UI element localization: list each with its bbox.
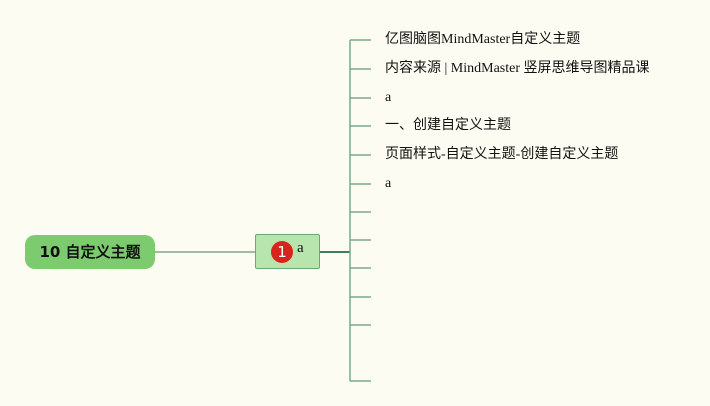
main-topic-label: a <box>297 240 304 256</box>
priority-marker-label: 1 <box>277 243 287 261</box>
subtopic-item[interactable]: a <box>385 176 392 191</box>
leaf-branches <box>350 39 371 382</box>
subtopic-item[interactable]: 一、创建自定义主题 <box>385 118 511 133</box>
priority-1-icon: 1 <box>271 241 293 263</box>
subtopic-item[interactable]: a <box>385 90 392 105</box>
central-topic-label: 10 自定义主题 <box>39 243 141 261</box>
subtopic-item[interactable]: 亿图脑图MindMaster自定义主题 <box>385 32 581 47</box>
main-topic[interactable]: 1 a <box>255 234 320 269</box>
subtopic-item[interactable]: 页面样式-自定义主题-创建自定义主题 <box>385 147 619 162</box>
subtopic-item[interactable]: 内容来源 | MindMaster 竖屏思维导图精品课 <box>385 61 650 76</box>
central-topic[interactable]: 10 自定义主题 <box>25 235 155 269</box>
